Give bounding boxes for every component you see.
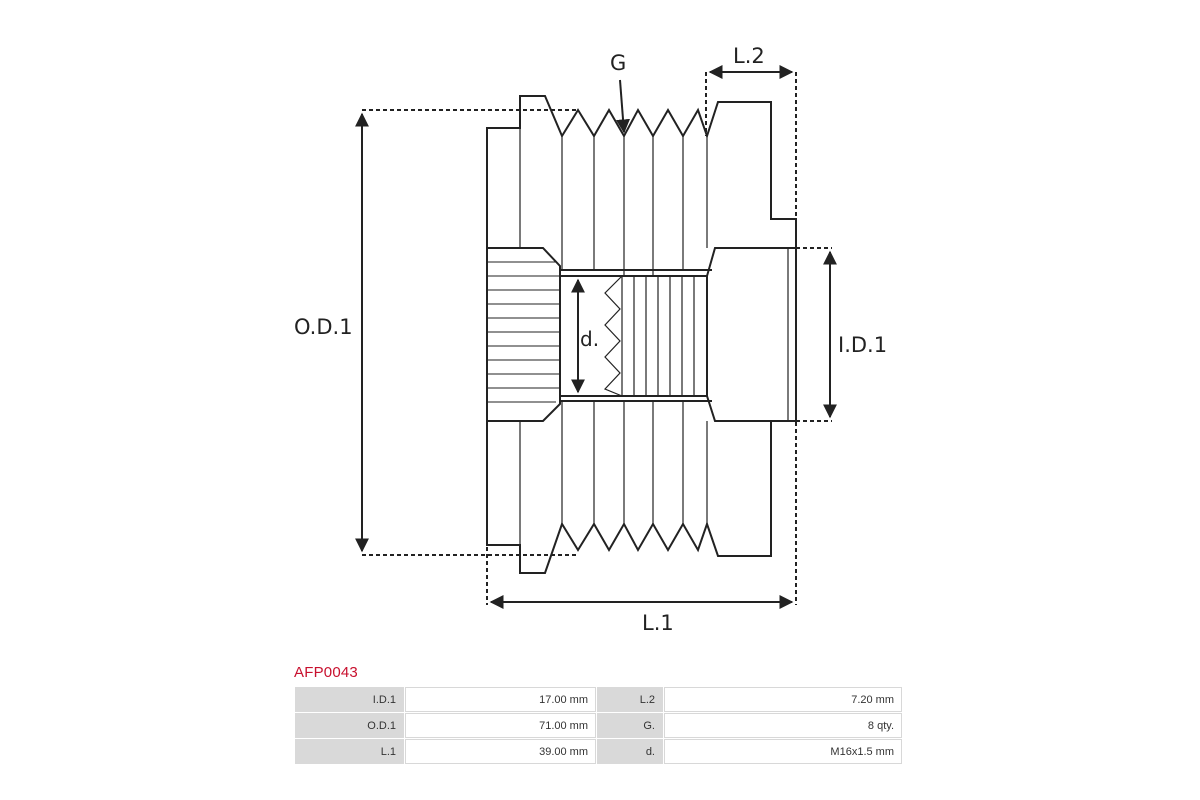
- id1-label: I.D.1: [838, 333, 887, 357]
- spec-value: 7.20 mm: [664, 687, 902, 712]
- pulley-outline: [486, 95, 797, 574]
- part-number: AFP0043: [294, 664, 358, 681]
- freewheel-cap: [706, 247, 797, 422]
- spec-label: d.: [597, 739, 663, 764]
- spec-value: 17.00 mm: [405, 687, 596, 712]
- od1-label: O.D.1: [294, 315, 353, 339]
- table-row: O.D.1 71.00 mm G. 8 qty.: [295, 713, 902, 738]
- table-row: I.D.1 17.00 mm L.2 7.20 mm: [295, 687, 902, 712]
- spec-label: G.: [597, 713, 663, 738]
- spec-label: O.D.1: [295, 713, 404, 738]
- d-label: d.: [580, 327, 599, 351]
- thread: [603, 275, 695, 397]
- g-pointer-arrow: [616, 79, 631, 134]
- spline-hub: [486, 247, 561, 422]
- spec-table: I.D.1 17.00 mm L.2 7.20 mm O.D.1 71.00 m…: [294, 686, 903, 765]
- pulley-technical-drawing: O.D.1 I.D.1 L.1 L.2 G d.: [294, 44, 887, 635]
- l1-label: L.1: [642, 611, 674, 635]
- groove-lines-lower: [519, 400, 708, 545]
- spec-label: L.2: [597, 687, 663, 712]
- g-label: G: [610, 51, 626, 75]
- spec-label: I.D.1: [295, 687, 404, 712]
- table-row: L.1 39.00 mm d. M16x1.5 mm: [295, 739, 902, 764]
- groove-lines-upper: [519, 128, 708, 275]
- spec-value: 8 qty.: [664, 713, 902, 738]
- spec-label: L.1: [295, 739, 404, 764]
- spline-lines: [487, 261, 560, 403]
- l2-label: L.2: [733, 44, 765, 68]
- spec-value: M16x1.5 mm: [664, 739, 902, 764]
- spec-value: 71.00 mm: [405, 713, 596, 738]
- spec-value: 39.00 mm: [405, 739, 596, 764]
